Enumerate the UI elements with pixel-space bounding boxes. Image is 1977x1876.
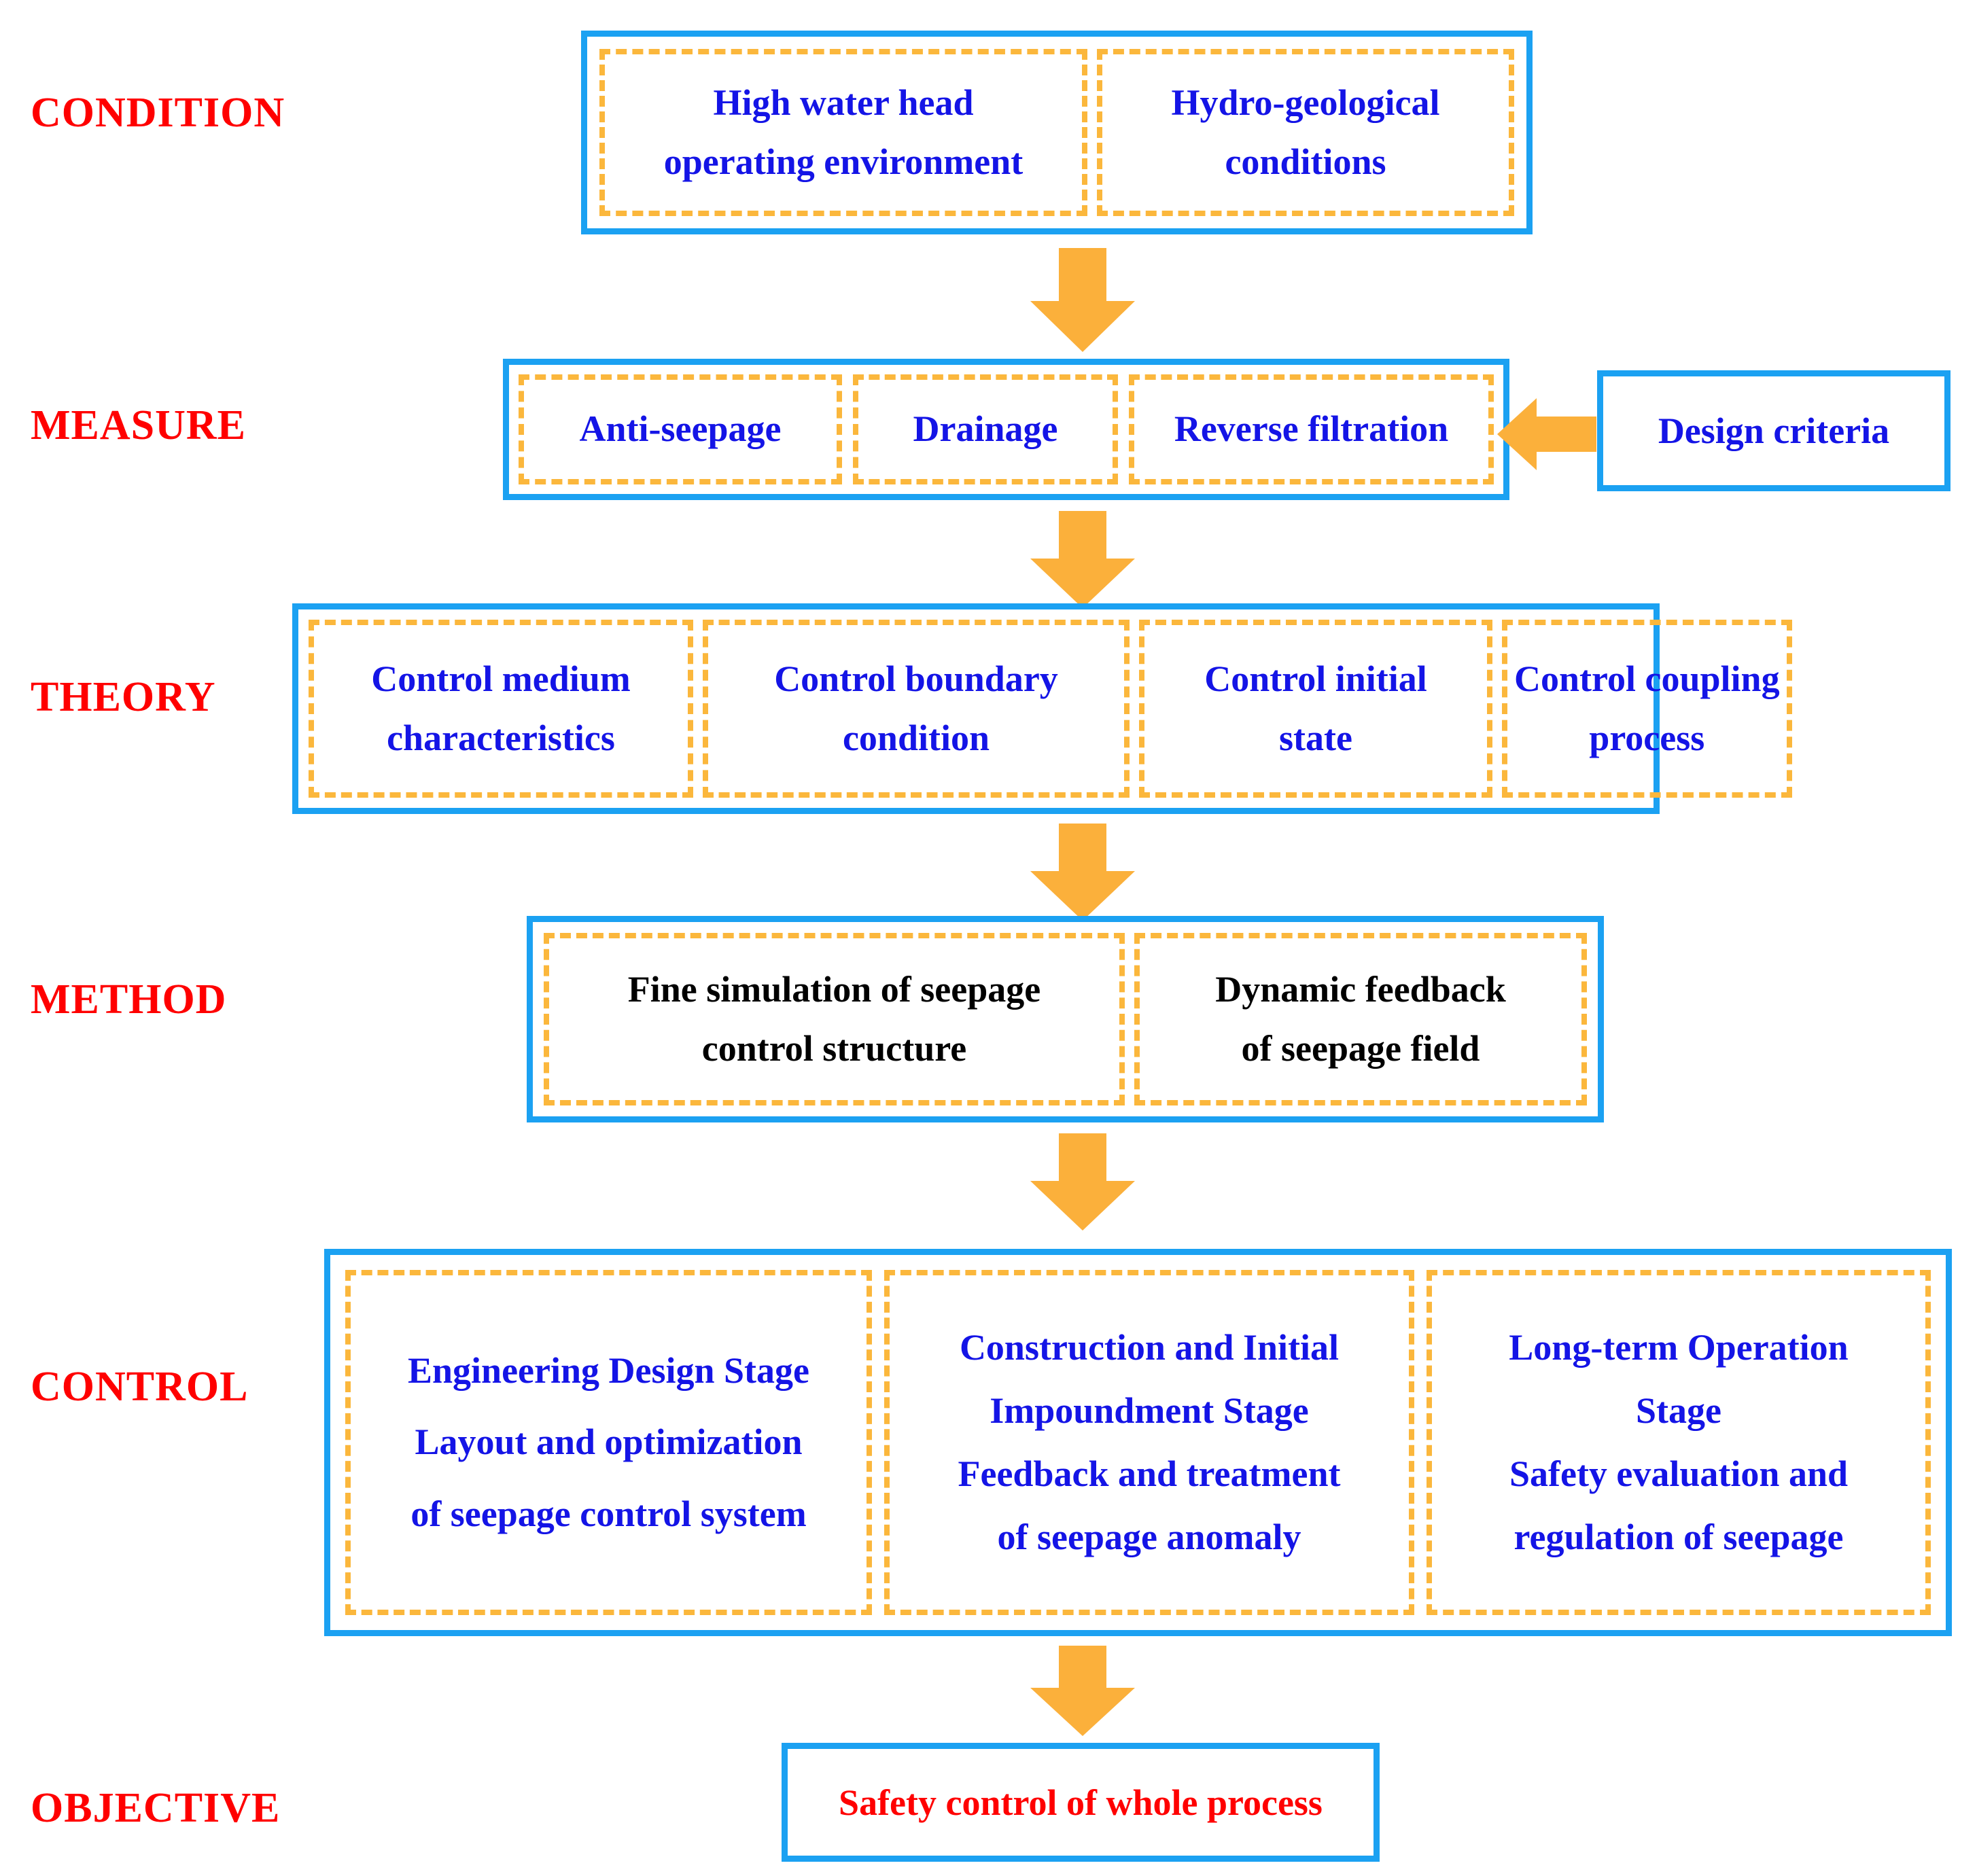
objective-box: Safety control of whole process	[782, 1743, 1380, 1862]
cell-line: operating environment	[663, 141, 1024, 182]
control-cell-engineering-design-stage: Engineering Design Stage Layout and opti…	[345, 1270, 872, 1615]
arrow-measure-to-theory-icon	[1030, 511, 1135, 608]
cell-line: of seepage control system	[410, 1493, 807, 1534]
row-label-method: METHOD	[31, 976, 227, 1023]
cell-line: state	[1279, 718, 1352, 758]
method-group-box: Fine simulation of seepage control struc…	[527, 916, 1604, 1122]
cell-line: Anti-seepage	[579, 408, 782, 450]
cell-line: Hydro-geological	[1171, 82, 1440, 123]
cell-line: Safety control of whole process	[839, 1782, 1323, 1823]
cell-line: Stage	[1636, 1390, 1721, 1432]
cell-line: Control boundary	[774, 658, 1058, 699]
theory-cell-control-medium-characteristics: Control medium characteristics	[309, 620, 693, 798]
cell-line: Control medium	[371, 658, 631, 699]
cell-line: of seepage field	[1241, 1028, 1480, 1069]
theory-cell-control-coupling-process: Control coupling process	[1502, 620, 1792, 798]
arrow-method-to-control-icon	[1030, 1133, 1135, 1231]
design-criteria-box: Design criteria	[1597, 370, 1950, 491]
cell-line: Dynamic feedback	[1215, 968, 1506, 1010]
method-cell-dynamic-feedback: Dynamic feedback of seepage field	[1134, 933, 1587, 1105]
cell-line: of seepage anomaly	[997, 1516, 1301, 1557]
cell-line: Fine simulation of seepage	[627, 968, 1041, 1010]
cell-line: control structure	[701, 1028, 967, 1069]
measure-cell-reverse-filtration: Reverse filtration	[1129, 374, 1494, 484]
objective-content: Safety control of whole process	[788, 1749, 1374, 1856]
cell-line: Layout and optimization	[415, 1421, 803, 1463]
cell-line: process	[1589, 718, 1705, 758]
row-label-condition: CONDITION	[31, 90, 285, 136]
arrow-design-criteria-to-measure-icon	[1497, 398, 1596, 470]
cell-line: Control initial	[1204, 658, 1427, 699]
cell-line: Reverse filtration	[1174, 408, 1449, 450]
arrow-theory-to-method-icon	[1030, 824, 1135, 921]
design-criteria-content: Design criteria	[1603, 376, 1944, 485]
row-label-measure: MEASURE	[31, 402, 247, 448]
condition-cell-high-water-head: High water head operating environment	[599, 49, 1087, 216]
cell-line: regulation of seepage	[1514, 1516, 1844, 1557]
condition-cell-hydro-geological: Hydro-geological conditions	[1097, 49, 1514, 216]
cell-line: Safety evaluation and	[1509, 1453, 1849, 1494]
cell-line: High water head	[713, 82, 974, 123]
theory-cell-control-initial-state: Control initial state	[1139, 620, 1492, 798]
control-cell-long-term-operation-stage: Long-term Operation Stage Safety evaluat…	[1427, 1270, 1931, 1615]
row-label-theory: THEORY	[31, 674, 216, 720]
cell-line: Engineering Design Stage	[407, 1350, 810, 1392]
cell-line: Long-term Operation	[1509, 1327, 1849, 1368]
measure-cell-anti-seepage: Anti-seepage	[519, 374, 842, 484]
cell-line: Impoundment Stage	[990, 1390, 1309, 1432]
measure-group-box: Anti-seepage Drainage Reverse filtration	[503, 359, 1509, 500]
theory-cell-control-boundary-condition: Control boundary condition	[703, 620, 1130, 798]
cell-line: Design criteria	[1658, 410, 1890, 451]
arrow-control-to-objective-icon	[1030, 1646, 1135, 1736]
cell-line: condition	[842, 718, 990, 758]
cell-line: Construction and Initial	[959, 1327, 1340, 1368]
control-cell-construction-impoundment-stage: Construction and Initial Impoundment Sta…	[884, 1270, 1414, 1615]
row-label-control: CONTROL	[31, 1364, 249, 1410]
condition-group-box: High water head operating environment Hy…	[581, 31, 1533, 234]
measure-cell-drainage: Drainage	[853, 374, 1118, 484]
cell-line: Feedback and treatment	[958, 1453, 1341, 1494]
cell-line: conditions	[1225, 141, 1386, 182]
row-label-objective: OBJECTIVE	[31, 1785, 281, 1831]
theory-group-box: Control medium characteristics Control b…	[292, 603, 1792, 814]
method-cell-fine-simulation: Fine simulation of seepage control struc…	[544, 933, 1125, 1105]
cell-line: Drainage	[913, 408, 1058, 450]
arrow-condition-to-measure-icon	[1030, 248, 1135, 352]
control-group-box: Engineering Design Stage Layout and opti…	[324, 1249, 1952, 1636]
cell-line: Control coupling	[1514, 658, 1780, 699]
cell-line: characteristics	[387, 718, 615, 758]
